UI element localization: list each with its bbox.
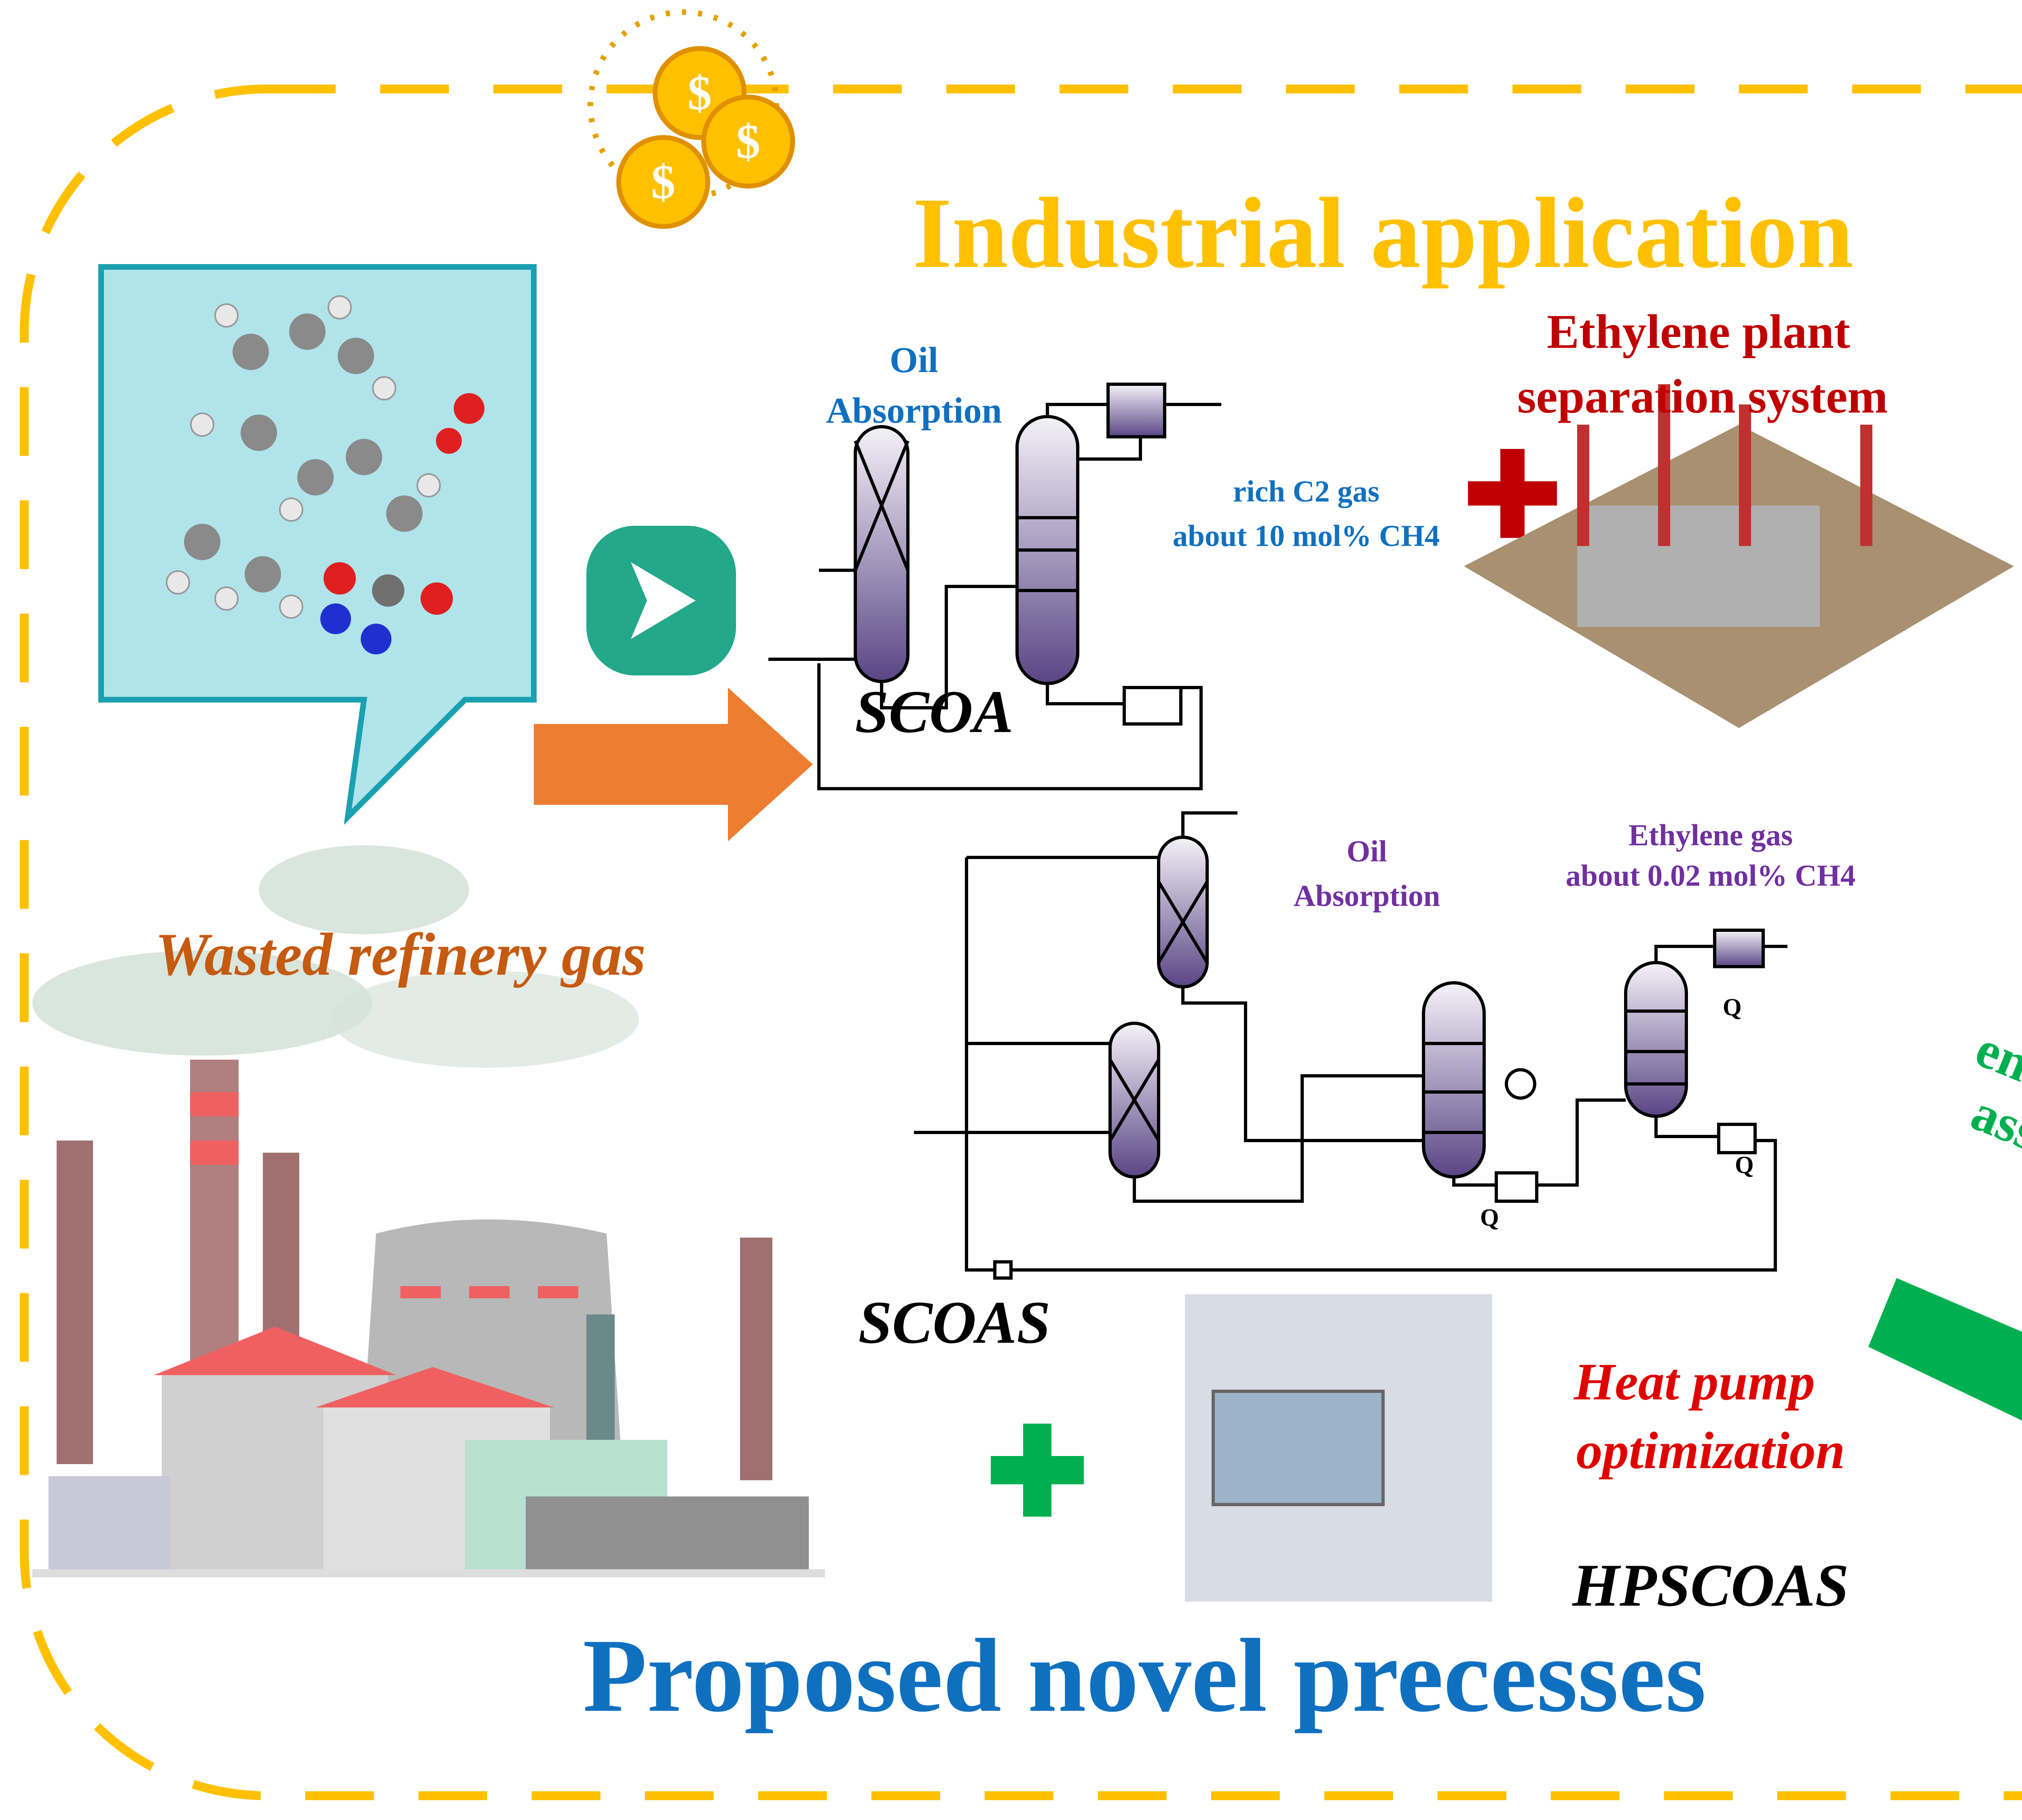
svg-text:$: $ — [651, 155, 675, 209]
ethylene-plant-image — [1464, 384, 2014, 728]
scoa-process-diagram — [768, 383, 1221, 790]
scoas-unit-label-2: Absorption — [1294, 879, 1440, 913]
molecule-icon — [184, 313, 423, 593]
scoas-product-1: Ethylene gas — [1629, 819, 1793, 852]
feed-label: Wasted refinery gas — [155, 921, 646, 988]
q-label-3: Q — [1480, 1204, 1499, 1231]
scoas-process-diagram — [914, 811, 1787, 1280]
plus-icon-red — [1468, 449, 1557, 538]
heat-pump-label-1: Heat pump — [1574, 1353, 1815, 1411]
plant-label-1: Ethylene plant — [1547, 305, 1850, 358]
lca-arrow — [1868, 1278, 2022, 1421]
svg-text:$: $ — [687, 66, 712, 120]
q-label-1: Q — [1723, 994, 1742, 1020]
scoas-label: SCOAS — [858, 1289, 1050, 1356]
hpscoas-label: HPSCOAS — [1571, 1552, 1849, 1619]
dashed-frame — [20, 85, 2022, 1800]
plus-icon-green — [991, 1424, 1084, 1517]
scoa-unit-label-2: Absorption — [826, 391, 1002, 431]
scoas-product-2: about 0.02 mol% CH4 — [1566, 859, 1856, 893]
refinery-factory-illustration — [32, 845, 825, 1577]
title: Industrial application — [912, 177, 1853, 289]
scoa-unit-label-1: Oil — [890, 340, 938, 380]
plant-label-2: separation system — [1517, 369, 1888, 423]
svg-text:$: $ — [736, 114, 760, 168]
scoa-label: SCOA — [855, 678, 1013, 745]
condenser — [1106, 383, 1166, 438]
coins-icon: $ $ $ — [588, 9, 795, 229]
bottom-title: Proposed novel precesses — [583, 1617, 1706, 1734]
q-label-2: Q — [1735, 1151, 1754, 1178]
gas-molecules-bubble — [98, 264, 537, 825]
scoa-product-1: rich C2 gas — [1233, 475, 1379, 508]
scoa-product-2: about 10 mol% CH4 — [1173, 519, 1440, 553]
process-arrow-orange — [534, 688, 813, 841]
simulation-software-logo — [586, 526, 736, 675]
scoas-unit-label-1: Oil — [1347, 835, 1387, 868]
heat-pump-label-2: optimization — [1576, 1422, 1845, 1480]
lca-label-3: assessment — [1964, 1083, 2022, 1229]
